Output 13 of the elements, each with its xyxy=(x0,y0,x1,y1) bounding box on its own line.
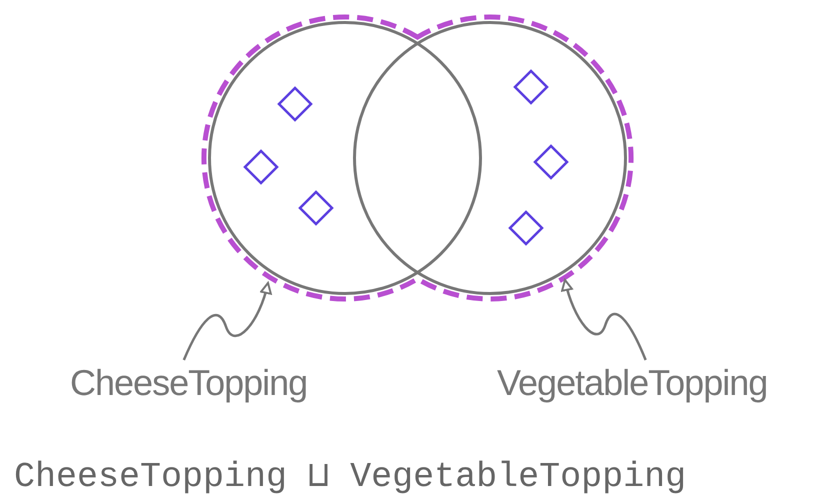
individual-diamond xyxy=(298,190,334,226)
individual-diamond xyxy=(508,210,544,246)
individual-diamond xyxy=(243,149,279,185)
leader-arrow xyxy=(182,282,272,360)
individual-diamond xyxy=(513,69,549,105)
class-circle xyxy=(208,21,482,295)
individual-diamond xyxy=(533,144,569,180)
class-name-label: CheeseTopping xyxy=(70,362,308,404)
class-circle xyxy=(353,21,627,295)
individual-diamond xyxy=(277,86,313,122)
class-name-label: VegetableTopping xyxy=(497,362,768,404)
leader-arrow xyxy=(561,279,647,360)
union-expression: CheeseTopping ⊔ VegetableTopping xyxy=(14,456,686,497)
